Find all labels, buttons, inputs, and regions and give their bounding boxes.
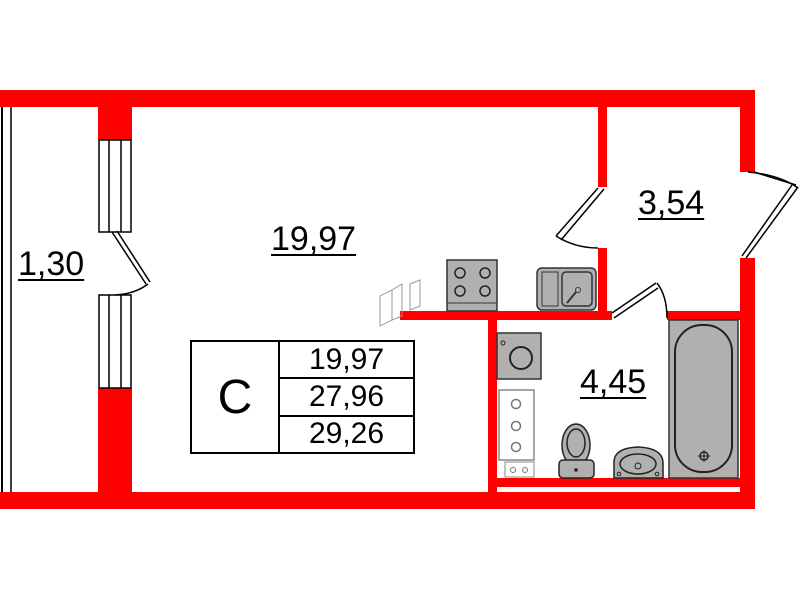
right-wall-upper xyxy=(740,90,755,172)
bathroom-left-wall xyxy=(488,311,497,509)
top-wall xyxy=(0,90,755,107)
wardrobe-sketch xyxy=(379,279,421,327)
balcony-wall-top xyxy=(98,90,132,140)
living-room-area-label: 19,97 xyxy=(271,220,357,258)
area-legend: С 19,97 27,96 29,26 xyxy=(190,340,415,454)
window-upper xyxy=(98,139,132,233)
legend-values: 19,97 27,96 29,26 xyxy=(280,342,413,452)
balcony-door xyxy=(111,230,151,296)
bathroom-sink-icon xyxy=(613,446,664,479)
bottom-wall xyxy=(0,492,755,509)
total-area-value: 27,96 xyxy=(280,379,413,417)
hallway-area-label: 3,54 xyxy=(638,184,705,222)
entrance-door xyxy=(741,171,799,259)
bathroom-top-wall xyxy=(667,311,755,320)
apartment-type: С xyxy=(192,342,280,452)
bathroom-area-label: 4,45 xyxy=(580,363,647,401)
balcony-rail xyxy=(1,107,12,492)
balcony-wall-bottom xyxy=(98,388,132,509)
living-room-door xyxy=(555,187,605,249)
total-area-with-balcony-value: 29,26 xyxy=(308,417,385,451)
right-wall-lower xyxy=(740,258,755,509)
bathroom-door xyxy=(611,282,668,319)
cabinet-icon xyxy=(498,389,535,478)
living-area-value: 19,97 xyxy=(280,342,413,380)
window-lower xyxy=(98,294,132,389)
toilet-icon xyxy=(558,423,595,479)
washing-machine-icon xyxy=(496,332,542,380)
balcony-area-label: 1,30 xyxy=(18,245,85,283)
bathtub-icon xyxy=(668,319,739,479)
hallway-partition-lower xyxy=(598,248,607,318)
kitchen-wall xyxy=(400,311,612,320)
hallway-partition-upper xyxy=(598,107,607,187)
stove-icon xyxy=(446,259,498,312)
kitchen-sink-icon xyxy=(536,267,597,311)
walls xyxy=(0,90,755,509)
